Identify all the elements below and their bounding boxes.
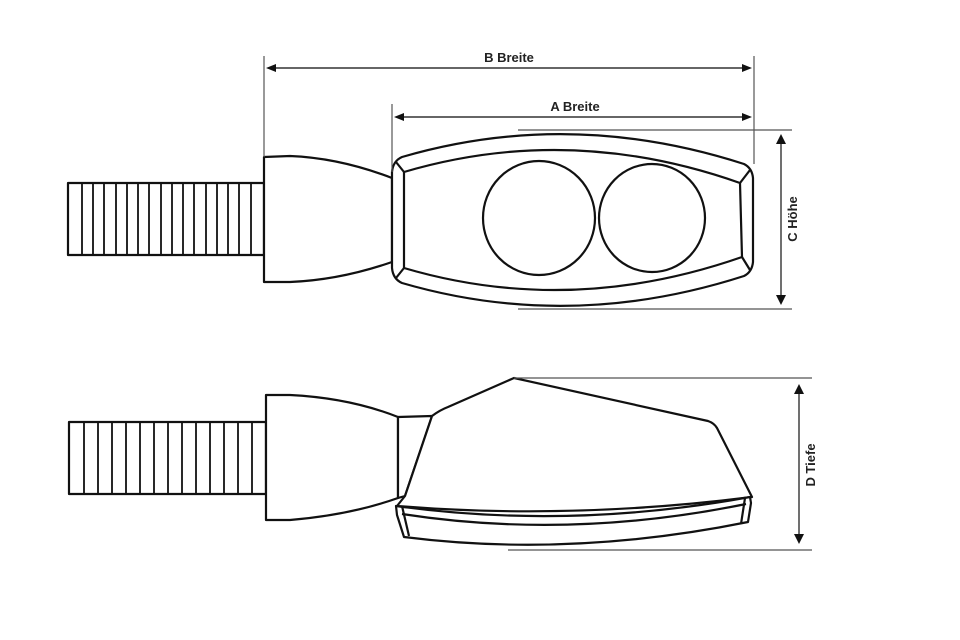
a-width-label: A Breite [550, 99, 599, 114]
lens-band-inner-side [401, 502, 747, 527]
lens-band-edges-side [400, 497, 747, 537]
b-width-label: B Breite [484, 50, 534, 65]
corner-chamfers-top [395, 161, 751, 279]
threaded-bolt-side [67, 420, 268, 496]
c-height-label: C Höhe [785, 196, 800, 242]
dimension-b-width: B Breite [263, 50, 755, 164]
dimension-a-width: A Breite [391, 99, 752, 172]
dimension-c-height: C Höhe [518, 129, 800, 310]
stem-top [262, 154, 394, 284]
lens-left [481, 159, 597, 277]
dimension-d-depth: D Tiefe [508, 377, 818, 551]
top-view [66, 133, 755, 307]
housing-outer-top [390, 133, 755, 307]
lens-right [597, 162, 707, 274]
side-view [67, 376, 754, 546]
d-depth-label: D Tiefe [803, 443, 818, 486]
threaded-bolt-top [66, 181, 266, 257]
lens-band-side [394, 495, 753, 546]
stem-side [264, 393, 400, 522]
housing-side [395, 376, 754, 513]
